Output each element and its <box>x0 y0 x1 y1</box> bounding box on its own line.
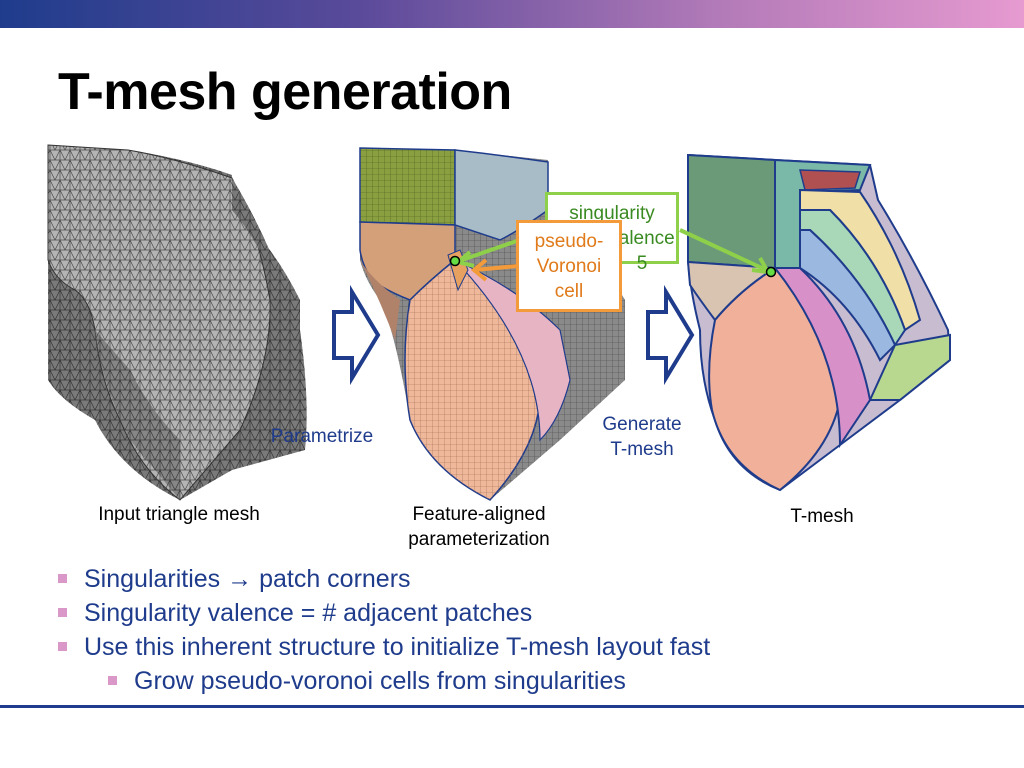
parametrize-arrow-icon <box>332 284 381 386</box>
sub-bullet-item: Grow pseudo-voronoi cells from singulari… <box>56 664 1016 698</box>
voronoi-callout: pseudo- Voronoi cell <box>516 220 622 312</box>
generate-label-line1: Generate <box>602 414 682 435</box>
tmesh-model <box>686 153 952 492</box>
mesh-figure <box>47 144 952 501</box>
voronoi-callout-line1: pseudo- <box>534 231 604 252</box>
caption-parameterization-line1: Feature-aligned <box>412 504 546 525</box>
caption-parameterization: Feature-aligned parameterization <box>370 502 588 552</box>
generate-arrow-icon <box>646 284 695 386</box>
input-mesh-model <box>47 144 307 501</box>
parameterization-model <box>359 147 625 501</box>
caption-tmesh: T-mesh <box>790 506 854 527</box>
singularity-callout-line2: valence 5 <box>609 228 675 274</box>
singularity-point-right <box>765 266 777 278</box>
bullet-item: Singularities → patch corners <box>56 562 1016 596</box>
singularity-callout-line1: singularity <box>569 203 655 224</box>
top-gradient-bar <box>0 0 1024 28</box>
singularity-point-left <box>449 255 461 267</box>
voronoi-callout-line3: cell <box>554 281 584 302</box>
caption-input-mesh: Input triangle mesh <box>98 504 260 525</box>
bottom-rule <box>0 705 1024 708</box>
bullet-item: Use this inherent structure to initializ… <box>56 630 1016 664</box>
generate-label-line2: T-mesh <box>610 439 674 460</box>
caption-parameterization-line2: parameterization <box>408 529 550 550</box>
parametrize-label: Parametrize <box>270 426 374 447</box>
bullet-list: Singularities → patch corners Singularit… <box>56 562 1016 698</box>
voronoi-callout-line2: Voronoi <box>536 256 602 277</box>
bullet-item: Singularity valence = # adjacent patches <box>56 596 1016 630</box>
slide-title: T-mesh generation <box>58 63 512 121</box>
generate-label: Generate T-mesh <box>585 412 699 462</box>
voronoi-arrow <box>470 258 519 282</box>
